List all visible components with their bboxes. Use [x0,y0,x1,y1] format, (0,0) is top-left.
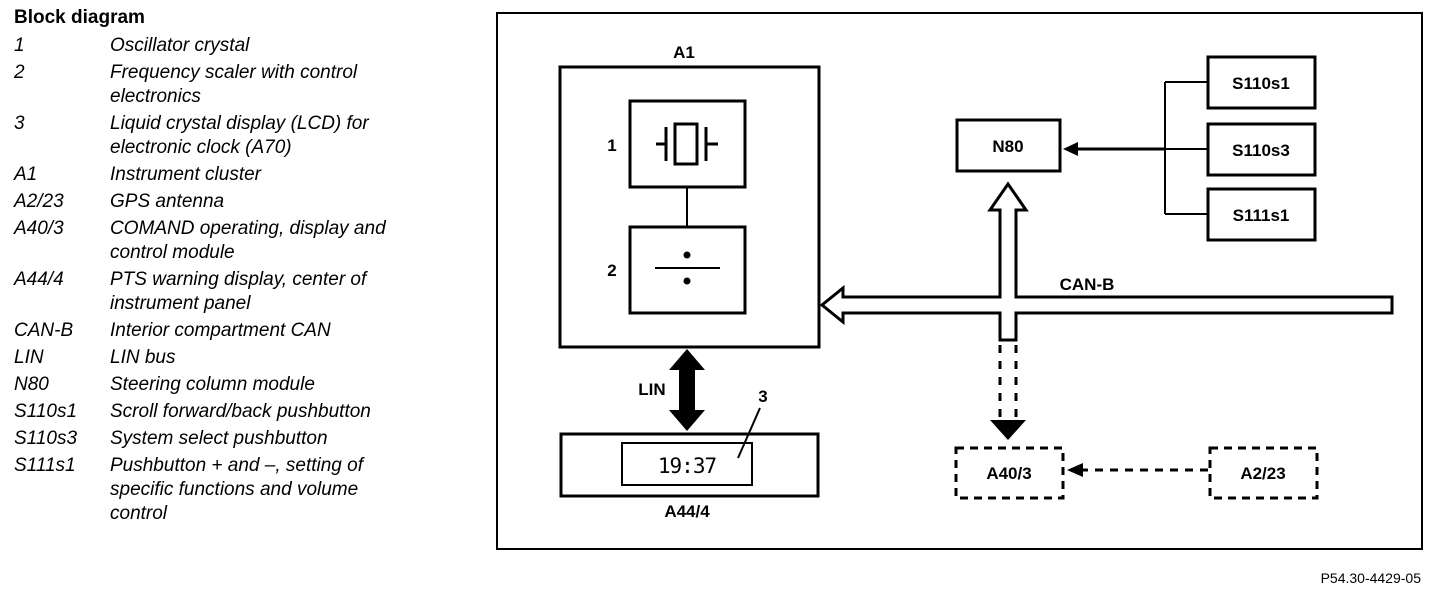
box-a2-gps-antenna [1208,446,1319,500]
box-a40-comand-module [954,446,1065,500]
legend-code: A2/23 [14,191,64,212]
pushbutton-bracket [1074,81,1208,215]
legend-item: 1 Oscillator crystal [14,34,450,58]
legend-list: 1 Oscillator crystal 2 Frequency scaler … [14,34,450,529]
legend-code: S110s3 [14,428,78,449]
legend-code: S110s1 [14,401,78,422]
legend-item: S110s1 Scroll forward/back pushbutton [14,400,450,424]
legend-desc: Scroll forward/back pushbutton [110,401,371,422]
divide-symbol-icon [655,251,720,285]
label-s110s1: S110s1 [1232,74,1290,93]
label-a44: A44/4 [664,502,710,521]
legend-item: 3 Liquid crystal display (LCD) for elect… [14,112,450,160]
legend-item: S111s1 Pushbutton + and –, setting of sp… [14,454,450,526]
label-a2: A2/23 [1240,464,1285,483]
label-n80: N80 [992,137,1023,156]
label-lin: LIN [638,380,665,399]
legend-desc: PTS warning display, center of instrumen… [110,269,367,314]
legend-desc: Liquid crystal display (LCD) for electro… [110,113,369,158]
figure-id: P54.30-4429-05 [1321,570,1422,586]
box-n80-steering-column-module [955,118,1062,173]
legend-code: A1 [14,164,38,185]
box-frequency-scaler [628,225,747,315]
leader-line-item3 [737,407,761,459]
legend-desc: GPS antenna [110,191,225,212]
legend-desc: Frequency scaler with control electronic… [110,62,358,107]
legend-desc: Instrument cluster [110,164,261,185]
lin-bus-double-arrow [669,349,705,431]
label-s110s3: S110s3 [1232,141,1290,160]
legend-code: LIN [14,347,44,368]
legend-code: 1 [14,35,25,56]
label-item2: 2 [607,261,616,280]
legend-code: A44/4 [14,269,64,290]
can-b-bus [819,181,1394,342]
label-item1: 1 [607,136,616,155]
legend-code: 3 [14,113,25,134]
label-item3: 3 [758,387,767,406]
legend-item: LIN LIN bus [14,346,450,370]
legend-code: CAN-B [14,320,74,341]
label-a1: A1 [673,43,695,62]
legend-desc: COMAND operating, display and control mo… [110,218,386,263]
diagram-frame [496,12,1423,550]
legend-desc: System select pushbutton [110,428,328,449]
legend-code: 2 [14,62,25,83]
legend-desc: Oscillator crystal [110,35,250,56]
legend-item: CAN-B Interior compartment CAN [14,319,450,343]
lcd-time: 19:37 [658,454,717,478]
legend-code: S111s1 [14,455,76,476]
label-can-b: CAN-B [1060,275,1115,294]
legend-item: A1 Instrument cluster [14,163,450,187]
box-lcd-display [621,442,753,486]
legend-desc: Pushbutton + and –, setting of specific … [110,455,363,524]
label-a40: A40/3 [986,464,1031,483]
arrowhead-to-n80 [1063,142,1078,156]
legend-item: A40/3 COMAND operating, display and cont… [14,217,450,265]
box-oscillator-crystal [628,99,747,189]
legend-item: S110s3 System select pushbutton [14,427,450,451]
dashed-link-to-a40 [990,345,1026,440]
legend-item: 2 Frequency scaler with control electron… [14,61,450,109]
legend-item: A2/23 GPS antenna [14,190,450,214]
arrowhead-to-a40 [1067,463,1083,477]
legend-item: A44/4 PTS warning display, center of ins… [14,268,450,316]
legend-code: A40/3 [14,218,64,239]
crystal-symbol-icon [656,122,718,166]
legend-title: Block diagram [14,7,145,28]
legend-desc: Interior compartment CAN [110,320,331,341]
legend-desc: LIN bus [110,347,176,368]
legend-item: N80 Steering column module [14,373,450,397]
legend-code: N80 [14,374,49,395]
label-s111s1: S111s1 [1233,206,1290,225]
legend-desc: Steering column module [110,374,315,395]
